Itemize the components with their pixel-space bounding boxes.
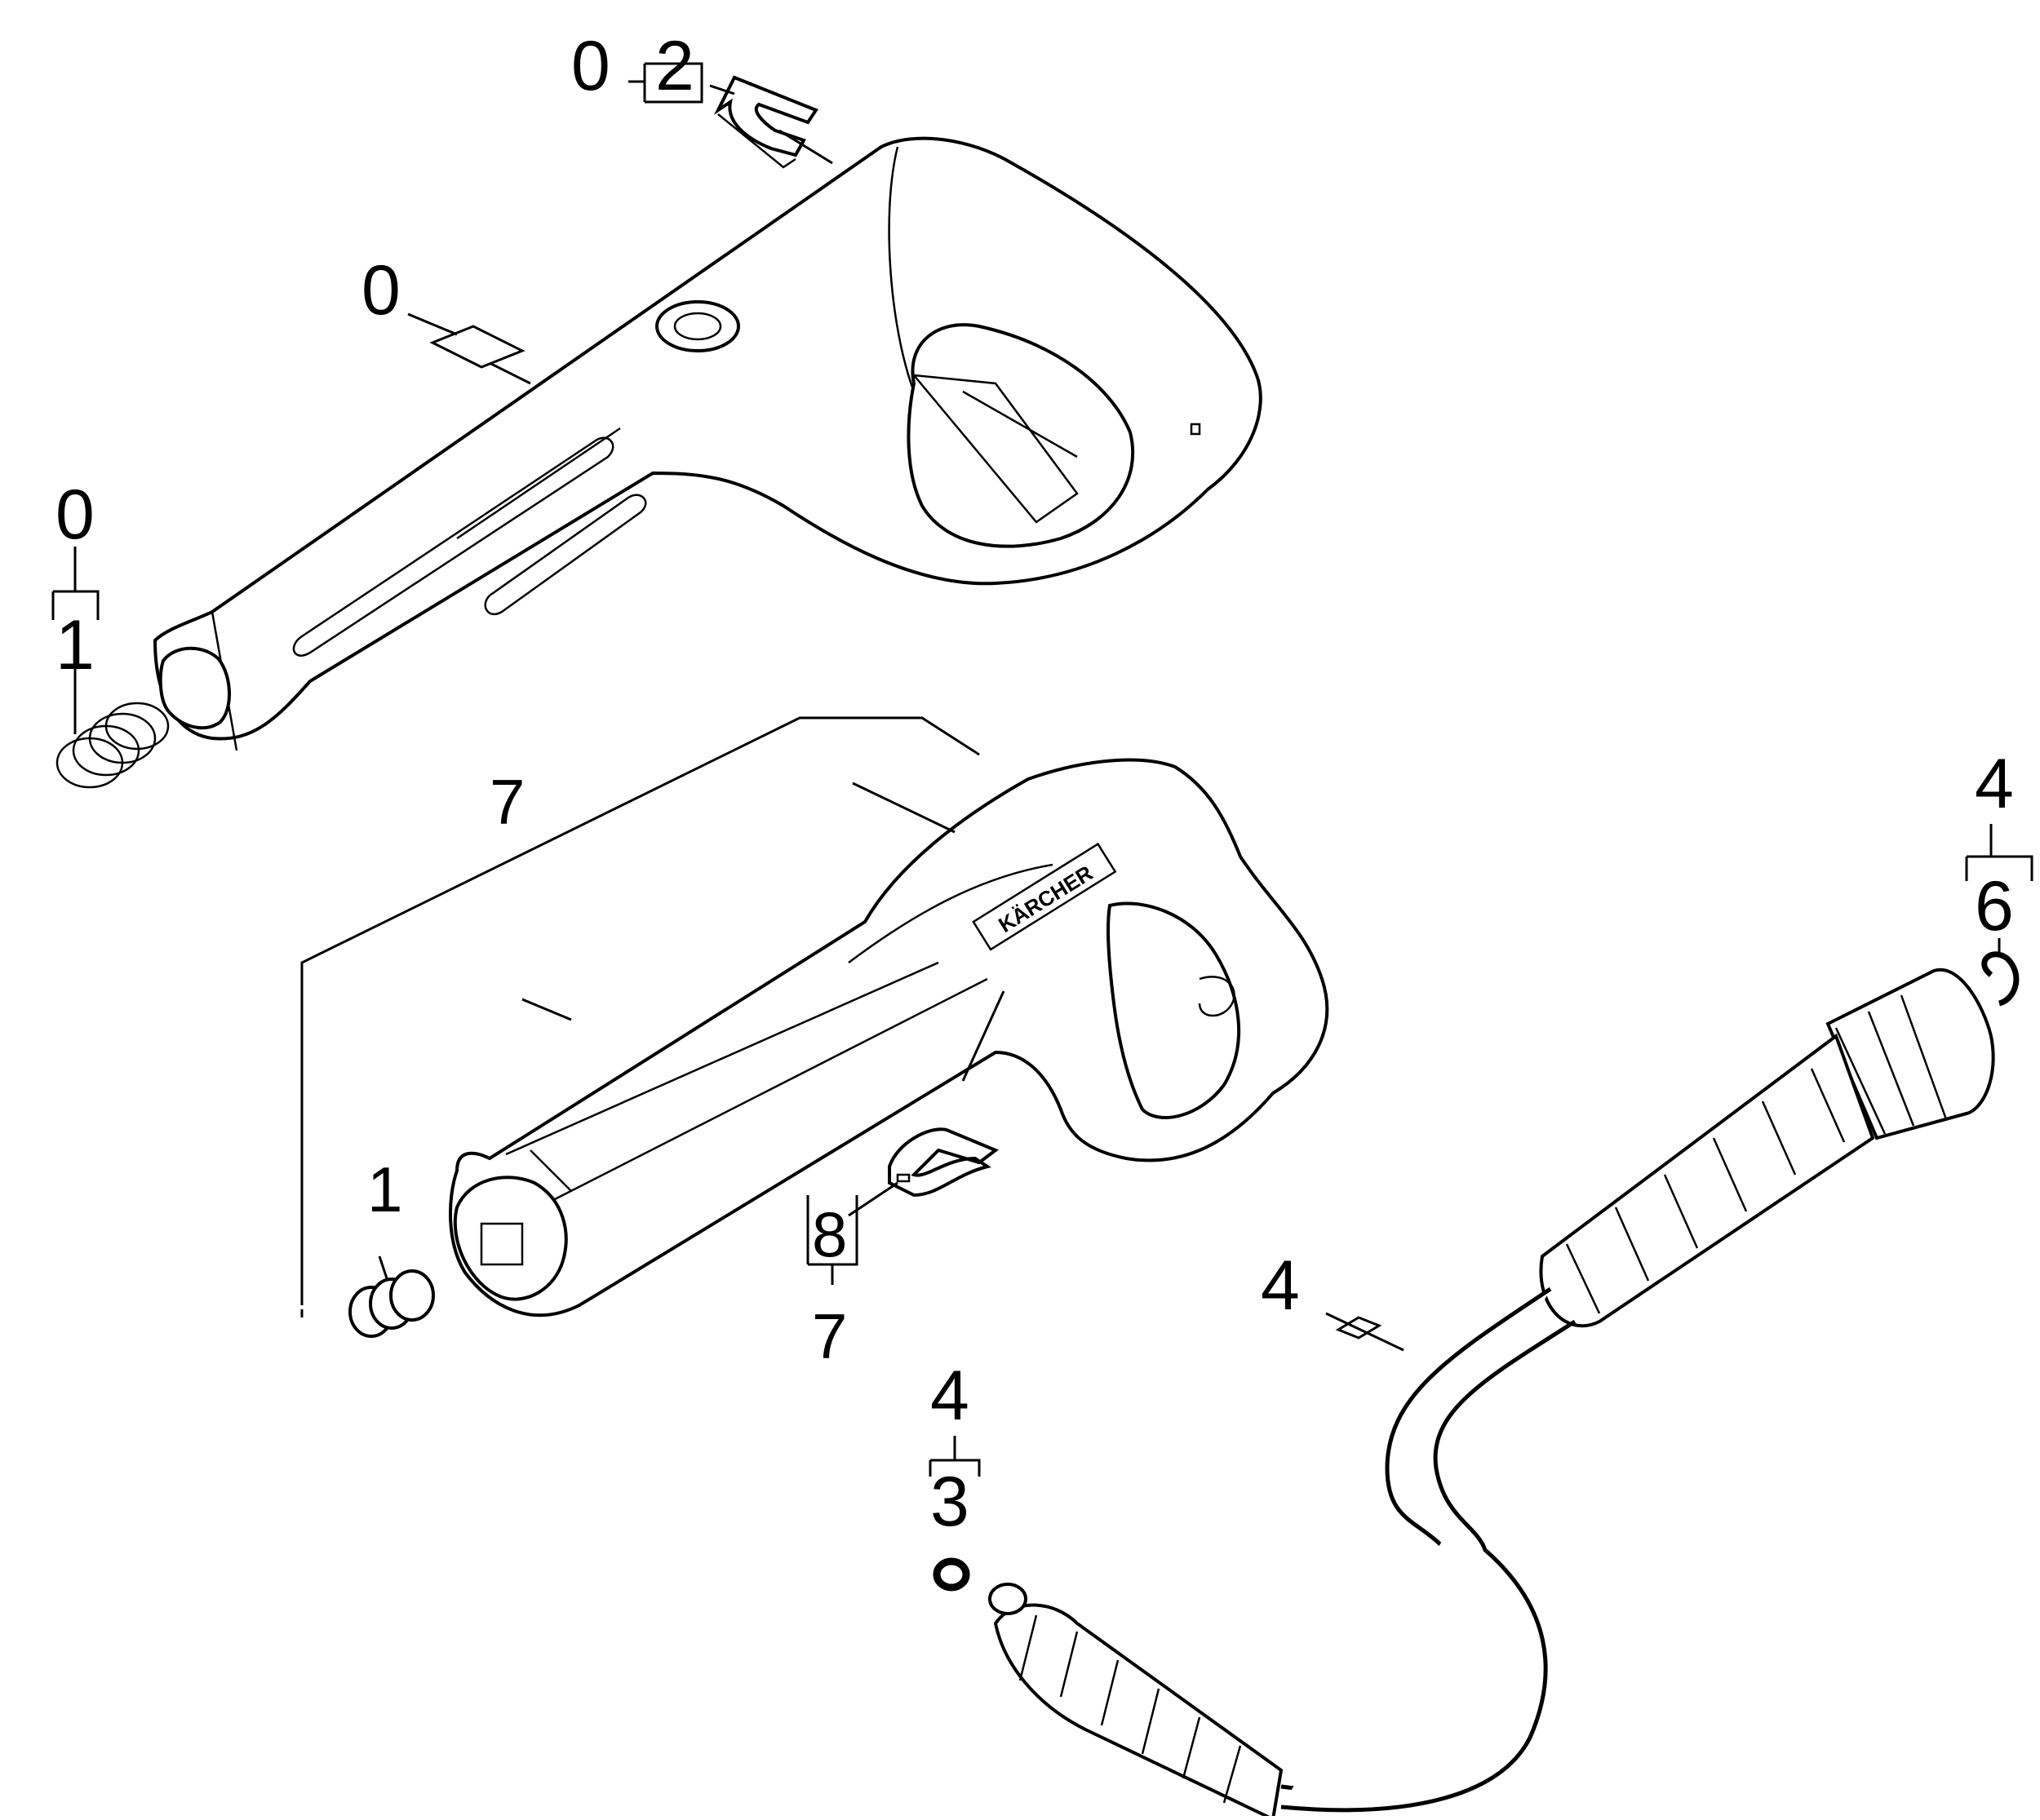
callout-1-spring: 1 [367, 1154, 402, 1225]
o-ring-part-3 [933, 1557, 970, 1592]
callout-4-hose: 4 [1261, 1247, 1300, 1325]
lower-gun-assembly: KÄRCHER [448, 758, 1329, 1317]
spring-upper [55, 702, 170, 789]
callout-0-mid: 0 [361, 251, 401, 330]
upper-gun-housing [153, 136, 1262, 751]
callout-3: 3 [930, 1463, 969, 1541]
clip-part-8 [888, 1127, 999, 1198]
o-ring-part-6 [1981, 951, 2020, 1007]
callout-1-left: 1 [55, 606, 95, 684]
callout-0-top: 0 [571, 27, 610, 105]
callout-7-bottom: 7 [812, 1300, 847, 1372]
callout-4-bottom: 4 [930, 1357, 969, 1435]
callout-6: 6 [1975, 867, 2014, 945]
callout-7-top: 7 [490, 766, 525, 838]
callout-2-top: 2 [655, 27, 694, 105]
hose-assembly [988, 968, 1995, 1820]
callout-labels: 0 2 0 0 1 7 1 8 7 4 6 4 4 3 [55, 27, 2014, 1541]
spring-lower [348, 1269, 435, 1338]
callout-0-left: 0 [55, 476, 95, 554]
leader-lines [51, 62, 2033, 1477]
callout-8: 8 [812, 1198, 847, 1270]
clip-part-2 [713, 75, 819, 169]
callout-4-right-top: 4 [1975, 745, 2014, 823]
